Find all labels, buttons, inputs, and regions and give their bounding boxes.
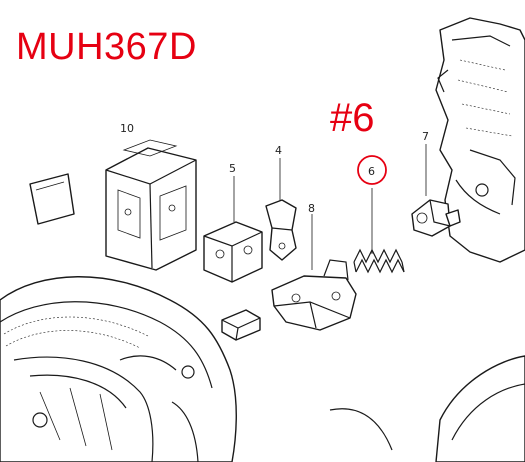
- small-block: [221, 309, 261, 341]
- highlight-circle: [357, 155, 387, 185]
- lower-housing: [0, 276, 237, 462]
- label-plate: [29, 173, 75, 225]
- right-body: [329, 17, 525, 462]
- part-8-housing: [271, 214, 357, 331]
- callout-6: 6: [368, 165, 375, 178]
- part-6-spring: [353, 188, 405, 274]
- part-7-pin: [411, 144, 461, 237]
- highlighted-part-callout: #6: [330, 96, 375, 140]
- model-number: MUH367D: [16, 26, 197, 68]
- part-4-pawl: [265, 158, 297, 261]
- part-10-switch: [105, 139, 197, 271]
- callout-10: 10: [120, 122, 134, 135]
- part-5-lever: [203, 176, 263, 283]
- callout-8: 8: [308, 202, 315, 215]
- label-plate-line: [35, 181, 65, 191]
- callout-7: 7: [422, 130, 429, 143]
- callout-4: 4: [275, 144, 282, 157]
- callout-5: 5: [229, 162, 236, 175]
